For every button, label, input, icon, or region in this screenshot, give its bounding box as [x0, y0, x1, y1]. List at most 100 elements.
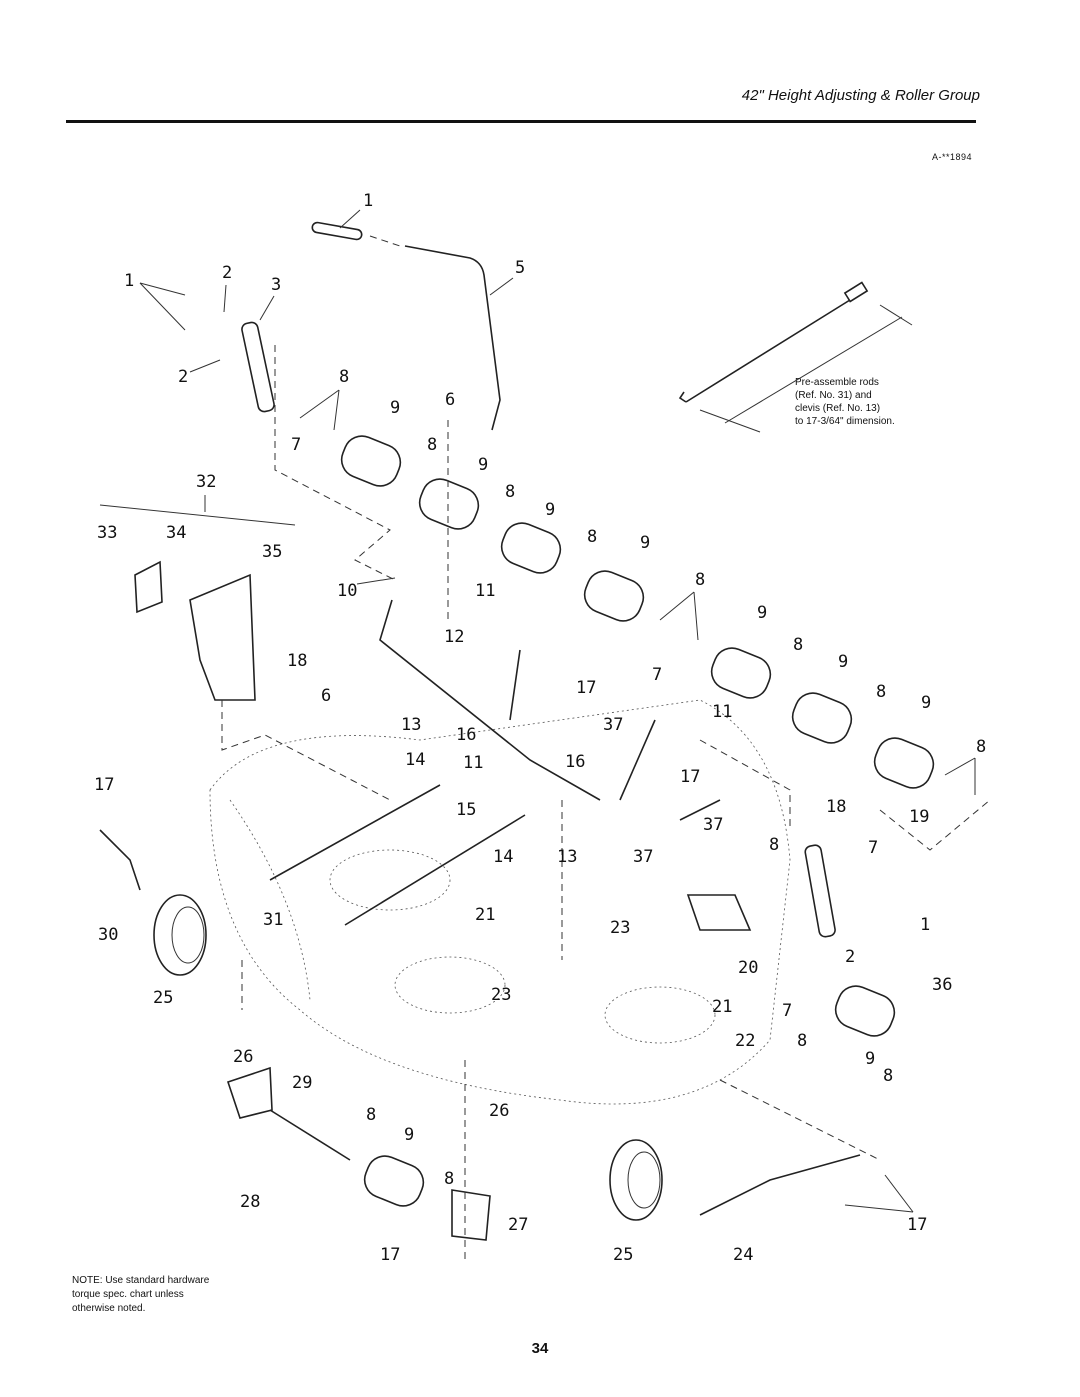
callout: 15	[456, 800, 476, 820]
callout: 1	[920, 915, 930, 935]
rod-inset-illustration	[678, 281, 913, 433]
callout: 8	[505, 482, 515, 502]
pre-assemble-note: Pre-assemble rods (Ref. No. 31) and clev…	[795, 376, 995, 428]
callout-leaders	[99, 209, 976, 1213]
callout: 9	[404, 1125, 414, 1145]
mower-deck	[209, 699, 791, 1105]
callout: 8	[339, 367, 349, 387]
callout: 2	[222, 263, 232, 283]
callout: 9	[390, 398, 400, 418]
gauge-wheels	[153, 894, 663, 1221]
callout: 13	[401, 715, 421, 735]
callout: 2	[845, 947, 855, 967]
assembly-lines	[221, 235, 991, 1260]
callout: 23	[610, 918, 630, 938]
callout: 21	[712, 997, 732, 1017]
callout: 8	[976, 737, 986, 757]
callout: 14	[493, 847, 513, 867]
callout: 7	[291, 435, 301, 455]
callout: 1	[124, 271, 134, 291]
callout: 8	[427, 435, 437, 455]
brackets	[134, 321, 836, 1241]
callout: 35	[262, 542, 282, 562]
pre-note-line: (Ref. No. 31) and	[795, 390, 872, 401]
callout: 10	[337, 581, 357, 601]
callout: 8	[769, 835, 779, 855]
page-number: 34	[531, 1340, 549, 1357]
callout: 26	[233, 1047, 253, 1067]
callout: 30	[98, 925, 118, 945]
callout: 23	[491, 985, 511, 1005]
figure-id: A-**1894	[931, 152, 972, 162]
callout: 36	[932, 975, 952, 995]
callout: 31	[263, 910, 283, 930]
callout: 12	[444, 627, 464, 647]
callout: 22	[735, 1031, 755, 1051]
callout: 18	[287, 651, 307, 671]
callout: 9	[640, 533, 650, 553]
page-title: 42" Height Adjusting & Roller Group	[741, 87, 980, 104]
callout-labels: 1 5 1 2 3 2 8 9 6 7 8 9 32 8 9 33 34 8 9…	[94, 191, 986, 1265]
callout: 17	[576, 678, 596, 698]
callout: 11	[463, 753, 483, 773]
callout: 9	[865, 1049, 875, 1069]
callout: 11	[475, 581, 495, 601]
callout: 17	[380, 1245, 400, 1265]
callout: 9	[838, 652, 848, 672]
callout: 6	[321, 686, 331, 706]
callout: 9	[921, 693, 931, 713]
callout: 21	[475, 905, 495, 925]
callout: 17	[94, 775, 114, 795]
callout: 8	[876, 682, 886, 702]
callout: 37	[703, 815, 723, 835]
callout: 25	[153, 988, 173, 1008]
height-adjust-lever	[311, 221, 721, 821]
callout: 13	[557, 847, 577, 867]
callout: 9	[478, 455, 488, 475]
header-rule	[66, 120, 976, 123]
callout: 8	[883, 1066, 893, 1086]
pre-note-line: Pre-assemble rods	[795, 377, 879, 388]
callout: 8	[587, 527, 597, 547]
callout: 28	[240, 1192, 260, 1212]
callout: 16	[565, 752, 585, 772]
callout: 18	[826, 797, 846, 817]
callout: 20	[738, 958, 758, 978]
callout: 9	[545, 500, 555, 520]
callout: 7	[868, 838, 878, 858]
callout: 17	[907, 1215, 927, 1235]
callout: 2	[178, 367, 188, 387]
callout: 9	[757, 603, 767, 623]
callout: 25	[613, 1245, 633, 1265]
callout: 19	[909, 807, 929, 827]
callout: 6	[445, 390, 455, 410]
hardware-note-line: NOTE: Use standard hardware	[72, 1275, 210, 1286]
callout: 14	[405, 750, 425, 770]
callout: 5	[515, 258, 525, 278]
callout: 8	[793, 635, 803, 655]
callout: 29	[292, 1073, 312, 1093]
callout: 8	[444, 1169, 454, 1189]
callout: 7	[782, 1001, 792, 1021]
rollers	[340, 435, 935, 1207]
callout: 7	[652, 665, 662, 685]
callout: 8	[366, 1105, 376, 1125]
pre-note-line: to 17-3/64" dimension.	[795, 416, 895, 427]
callout: 16	[456, 725, 476, 745]
callout: 8	[695, 570, 705, 590]
callout: 3	[271, 275, 281, 295]
callout: 27	[508, 1215, 528, 1235]
callout: 37	[603, 715, 623, 735]
callout: 24	[733, 1245, 753, 1265]
callout: 1	[363, 191, 373, 211]
callout: 17	[680, 767, 700, 787]
hardware-note: NOTE: Use standard hardware torque spec.…	[72, 1274, 332, 1316]
pre-note-line: clevis (Ref. No. 13)	[795, 403, 881, 414]
axles-and-rods	[99, 784, 861, 1216]
callout: 8	[797, 1031, 807, 1051]
callout: 37	[633, 847, 653, 867]
callout: 34	[166, 523, 186, 543]
callout: 33	[97, 523, 117, 543]
hardware-note-line: otherwise noted.	[72, 1303, 146, 1314]
